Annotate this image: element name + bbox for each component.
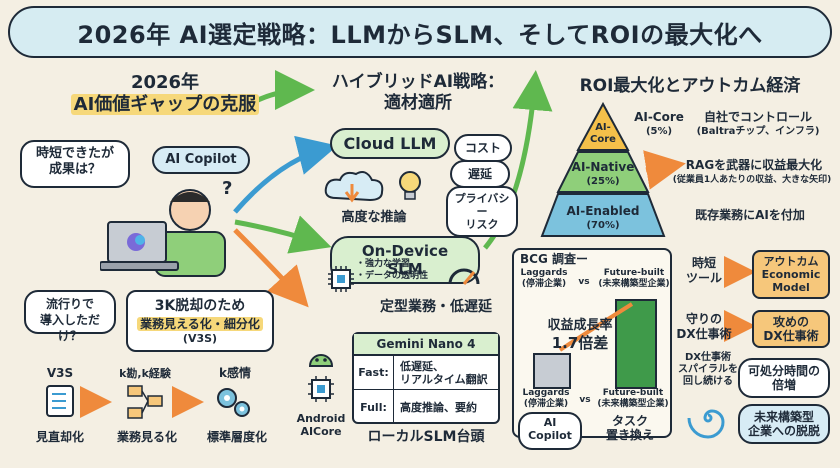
future-escape-bubble: 未来構築型 企業への脱脱	[738, 404, 830, 444]
gemini-full-value: 高度推論、要約	[400, 400, 477, 414]
box-3k-line1: 3K脱却のため	[154, 298, 246, 314]
on-device-slm-chip: On-Device SLM	[330, 236, 480, 284]
growth-bar-chart	[533, 299, 657, 389]
android-aicore-label: Android AICore	[296, 412, 346, 438]
left-heading-year: 2026年	[130, 72, 200, 93]
pyramid-native-pct: (25%)	[586, 176, 620, 187]
spiral-icon	[687, 409, 725, 439]
on-device-notes: ・強力な学習 ・データの透明性	[356, 259, 429, 281]
pyramid-core-name: AI- Core	[590, 122, 616, 145]
left-heading: 2026年 AI価値ギャップの克服	[40, 72, 290, 116]
chip-icon	[328, 266, 354, 292]
roi-pyramid	[540, 102, 666, 237]
shift-1-to: アウトカム Economic Model	[752, 250, 830, 299]
gauge-icon	[448, 268, 480, 285]
box-3k-line2: 業務見える化・細分化	[137, 317, 263, 331]
bubble-ai-copilot: AI Copilot	[152, 146, 250, 174]
bubble-trend: 流行りで 導入しただけ？	[24, 290, 116, 343]
pyramid-native	[556, 151, 650, 193]
flow-3-top: k感情	[219, 366, 251, 380]
ai-copilot-bubble: AI Copilot	[518, 412, 582, 450]
pyramid-note-rag: RAGを武器に収益最大化	[685, 158, 823, 172]
local-slm-caption: ローカルSLM台頭	[367, 429, 485, 445]
flow-3-bottom: 標準層度化	[206, 430, 267, 444]
pyramid-note-control: 自社でコントロール	[703, 110, 812, 124]
growth-rate-label: 収益成長率	[547, 318, 613, 333]
flow-2-top: k勘,k経験	[119, 367, 171, 380]
bcg-chart-title: BCG 調査ー	[520, 252, 588, 266]
tag-privacy-risk: プライバシー リスク	[446, 186, 518, 237]
future-built-top: Future-built (未来構築型企業)	[598, 268, 670, 289]
pyramid-native-name: AI-Native	[571, 160, 635, 174]
pyramid-note-chip: (Baltraチップ、インフラ)	[696, 126, 820, 137]
flow-1-bottom: 見直却化	[35, 430, 84, 444]
person-laptop-icon	[100, 189, 226, 277]
laggards-bottom: Laggards (停滞企業)	[522, 388, 570, 409]
vs-top: vs	[578, 277, 590, 287]
tag-cost: コスト	[454, 134, 512, 162]
bar-future-built	[615, 299, 657, 389]
pyramid-note-core: AI-Core	[634, 110, 684, 124]
pyramid-enabled-name: AI-Enabled	[566, 204, 640, 218]
vs-bottom: vs	[579, 395, 591, 405]
title-banner: 2026年 AI選定戦略：LLMからSLM、そしてROIの最大化へ	[8, 6, 832, 58]
checklist-icon	[46, 385, 74, 417]
shift-2-to: 攻めの DX仕事術	[752, 310, 830, 348]
growth-rate-value: 1.7倍差	[551, 334, 609, 352]
gemini-full-key: Full:	[354, 390, 394, 424]
cloud-caption: 高度な推論	[341, 210, 407, 225]
pyramid-note-revenue: (従業員1人あたりの収益、大きな矢印)	[672, 175, 832, 185]
pyramid-enabled	[540, 193, 666, 237]
tag-latency: 遅延	[450, 160, 510, 188]
pyramid-note-core-pct: (5%)	[645, 126, 673, 137]
flow-2-bottom: 業務見る化	[116, 430, 177, 444]
gemini-title: Gemini Nano 4	[354, 334, 498, 356]
gemini-row-full: Full: 高度推論、要約	[354, 390, 498, 424]
left-heading-main: AI価値ギャップの克服	[70, 94, 260, 115]
android-icon	[308, 354, 334, 367]
right-heading: ROI最大化とアウトカム経済	[579, 76, 801, 96]
flow-1-top: V3S	[46, 366, 74, 380]
bubble-time-saved: 時短できたが 成果は？	[20, 140, 130, 188]
question-mark: ?	[222, 178, 233, 199]
middle-heading: ハイブリッドAI戦略： 適材適所	[318, 72, 518, 114]
gemini-row-fast: Fast: 低遅延、 リアルタイム翻訳	[354, 356, 498, 390]
disposable-time-bubble: 可処分時間の 倍増	[738, 358, 830, 398]
shift-1-from: 時短 ツール	[685, 256, 722, 285]
pyramid-enabled-pct: (70%)	[586, 220, 620, 231]
bar-laggards	[533, 353, 571, 389]
middle-heading-line1: ハイブリッドAI戦略：	[331, 72, 505, 92]
spiral-text: DX仕事術 スパイラルを 回し続ける	[678, 352, 738, 387]
task-replace-label: タスク 置き換え	[605, 414, 654, 442]
gemini-fast-value: 低遅延、 リアルタイム翻訳	[400, 359, 488, 386]
on-device-caption: 定型業務・低遅延	[380, 299, 492, 315]
box-3k-line3: (V3S)	[182, 332, 218, 345]
laggards-top: Laggards (停滞企業)	[520, 268, 568, 289]
gemini-nano-table: Gemini Nano 4 Fast: 低遅延、 リアルタイム翻訳 Full: …	[352, 332, 500, 424]
aicore-chip-icon	[308, 376, 334, 402]
future-built-bottom: Future-built (未来構築型企業)	[597, 388, 669, 409]
gemini-fast-key: Fast:	[354, 356, 394, 389]
pyramid-core	[576, 102, 630, 151]
pyramid-note-enabled: 既存業務にAIを付加	[695, 208, 805, 222]
cloud-llm-chip: Cloud LLM	[330, 128, 450, 159]
middle-heading-line2: 適材適所	[384, 93, 452, 113]
flowchart-icon	[127, 385, 163, 419]
cloud-bulb-icon	[324, 171, 421, 203]
gears-icon	[217, 388, 250, 417]
page-title: 2026年 AI選定戦略：LLMからSLM、そしてROIの最大化へ	[77, 20, 763, 49]
shift-2-from: 守りの DX仕事術	[676, 312, 732, 341]
box-3k-escape: 3K脱却のため 業務見える化・細分化 (V3S)	[126, 290, 274, 352]
